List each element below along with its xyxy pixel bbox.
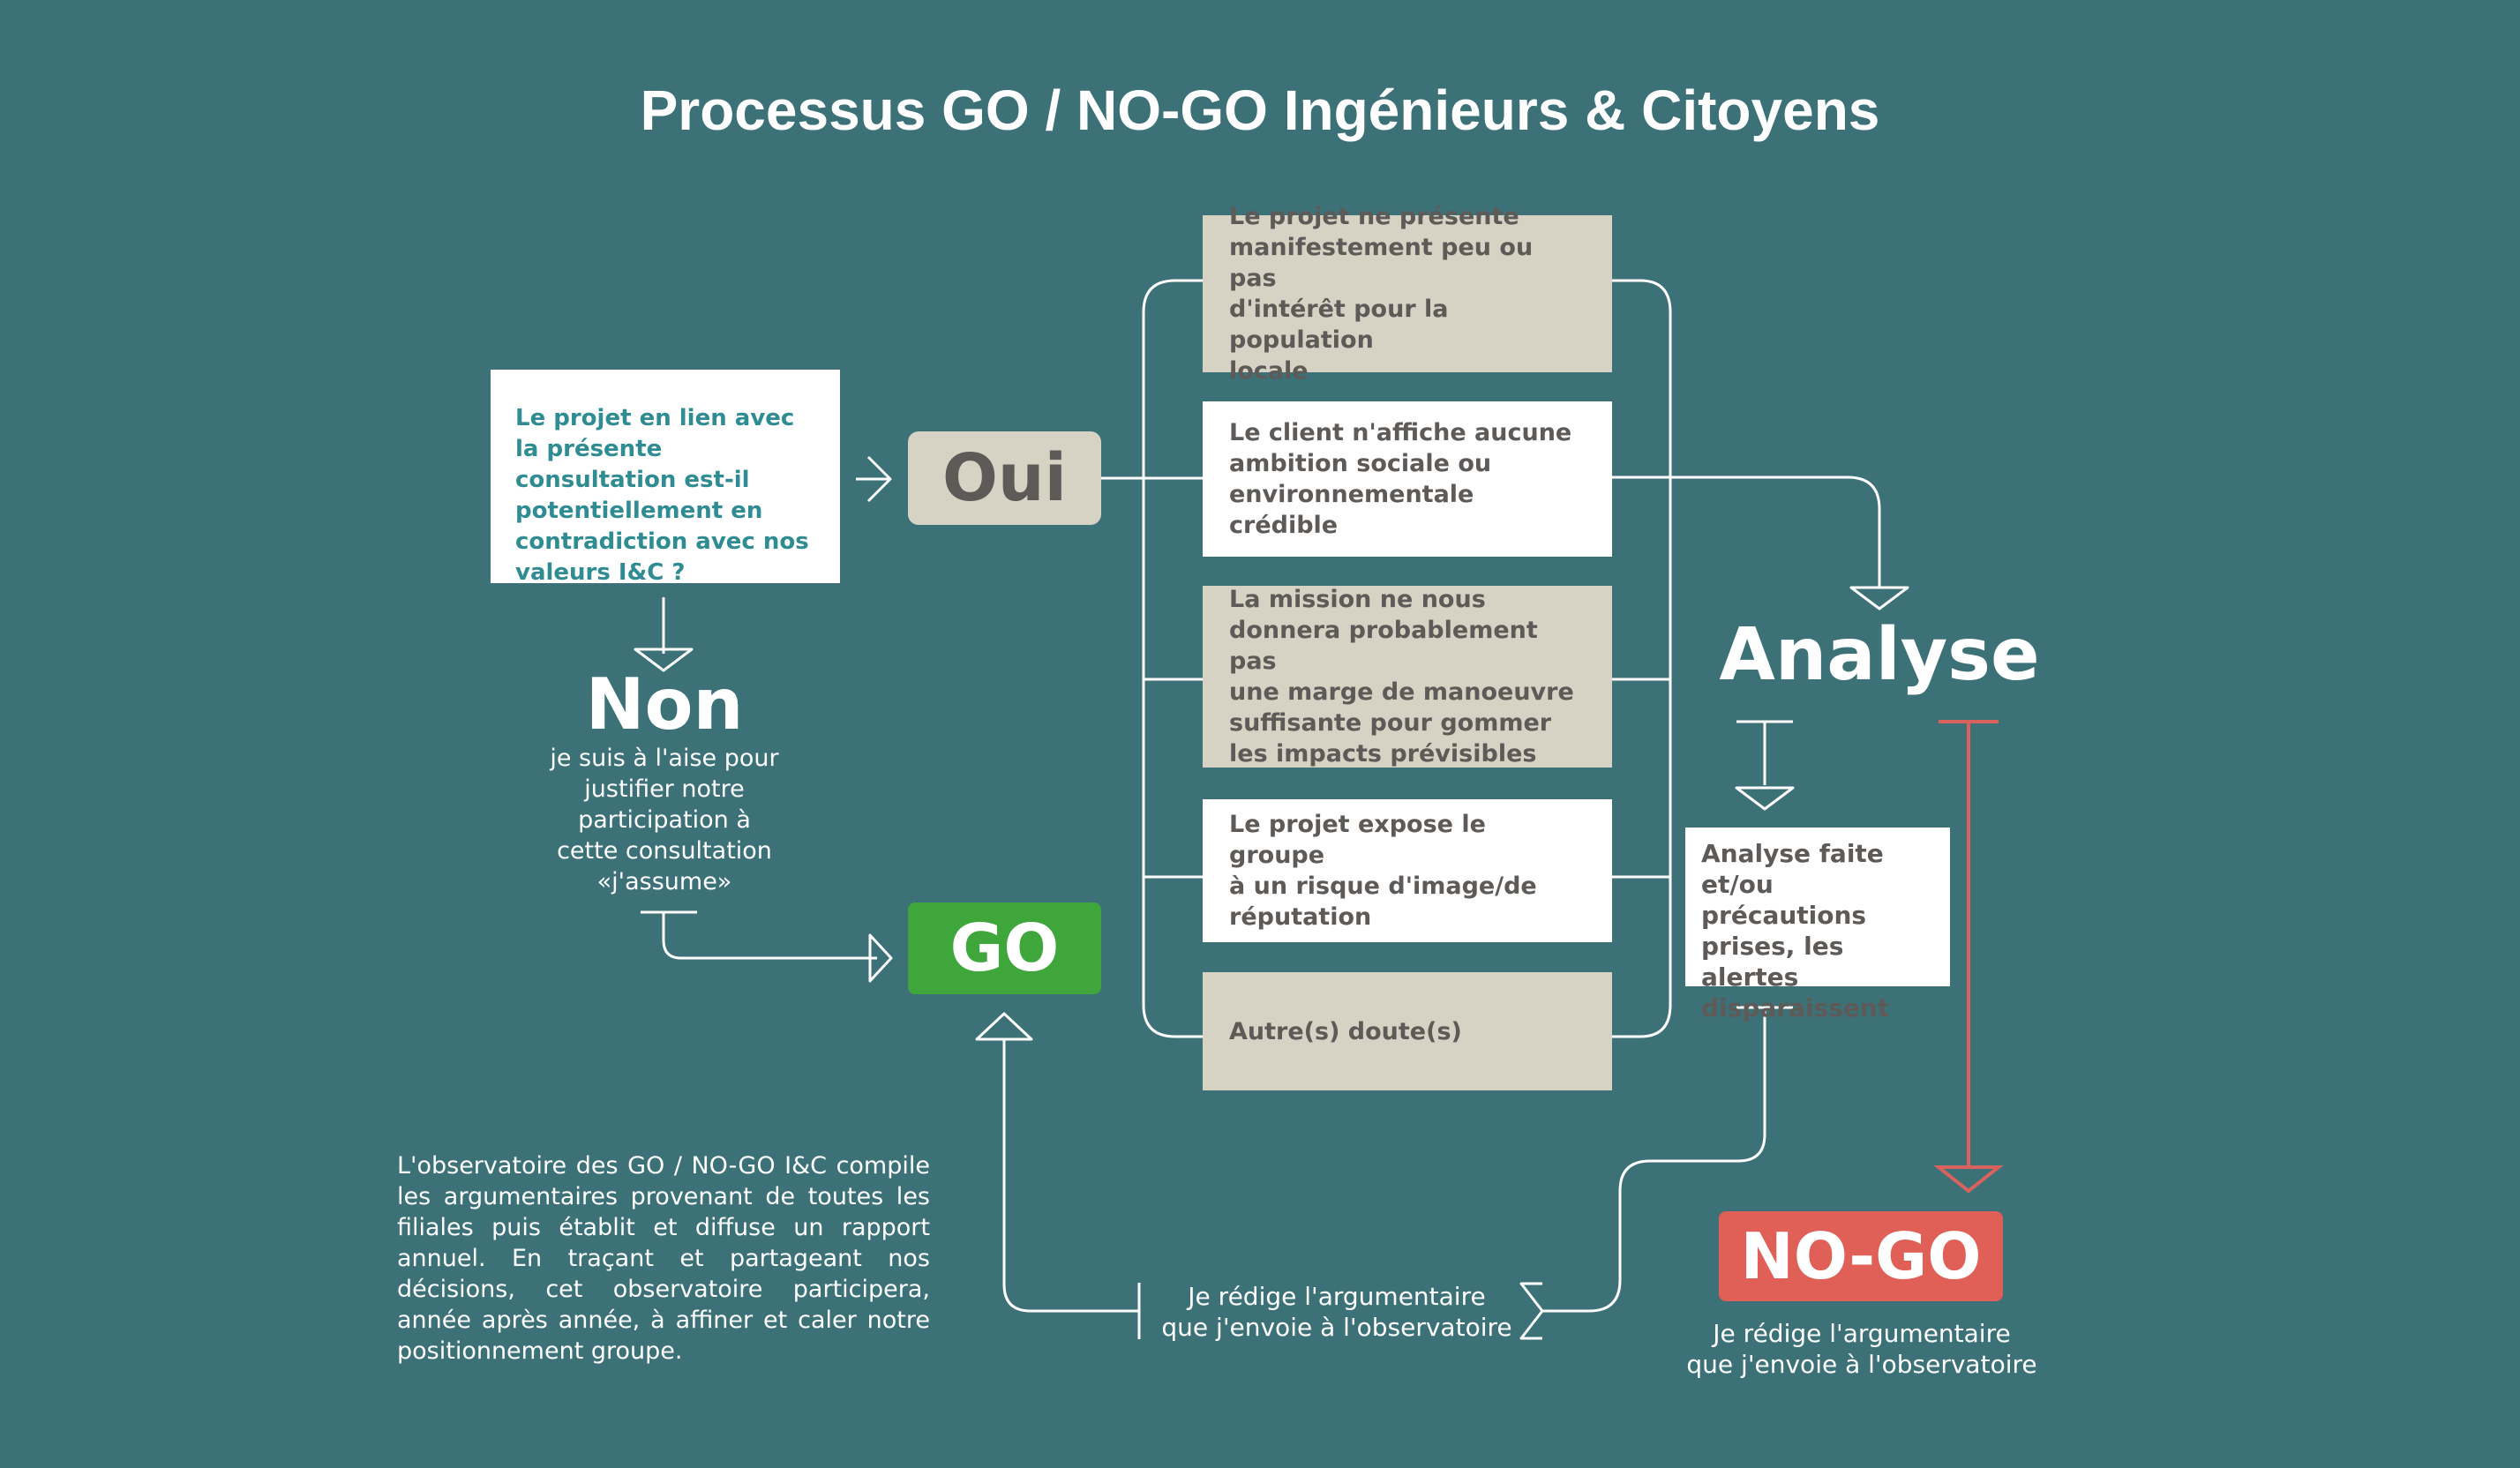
criterion-3: La mission ne nous donnera probablement … bbox=[1203, 586, 1612, 768]
criterion-line: suffisante pour gommer bbox=[1229, 709, 1552, 737]
redige-line: que j'envoie à l'observatoire bbox=[1161, 1313, 1512, 1342]
observatoire-note: L'observatoire des GO / NO-GO I&C compil… bbox=[397, 1152, 930, 1365]
criterion-line: La mission ne nous bbox=[1229, 586, 1486, 613]
question-box: Le projet en lien avec la présente consu… bbox=[491, 370, 840, 586]
analyse-result-line: disparaissent bbox=[1701, 993, 1890, 1022]
analyse-result-line: Analyse faite bbox=[1701, 839, 1884, 868]
criterion-line: Le client n'affiche aucune bbox=[1229, 419, 1572, 446]
arrow-non-to-go bbox=[641, 910, 877, 960]
non-line: cette consultation bbox=[557, 837, 772, 865]
criterion-2: Le client n'affiche aucune ambition soci… bbox=[1203, 401, 1612, 557]
criterion-line: environnementale crédible bbox=[1229, 481, 1474, 539]
redige-argumentaire-go: Je rédige l'argumentaire que j'envoie à … bbox=[1147, 1281, 1526, 1343]
arrow-result-to-redige bbox=[1542, 1006, 1793, 1313]
non-description: je suis à l'aise pour justifier notre pa… bbox=[526, 743, 803, 897]
non-line: justifier notre bbox=[584, 775, 745, 803]
criterion-line: réputation bbox=[1229, 903, 1372, 931]
nogo-badge: NO-GO bbox=[1719, 1211, 2003, 1301]
analyse-result-box: Analyse faite et/ou précautions prises, … bbox=[1685, 828, 1950, 1022]
go-badge: GO bbox=[908, 903, 1101, 994]
non-line: participation à bbox=[578, 806, 751, 834]
criterion-5: Autre(s) doute(s) bbox=[1203, 972, 1612, 1090]
criterion-line: manifestement peu ou pas bbox=[1229, 234, 1534, 292]
criteria-bracket-left bbox=[1142, 279, 1203, 1038]
criterion-line: locale bbox=[1229, 357, 1309, 385]
criteria-bracket-right bbox=[1612, 279, 1672, 1038]
redige-argumentaire-nogo: Je rédige l'argumentaire que j'envoie à … bbox=[1668, 1318, 2056, 1380]
criterion-line: les impacts prévisibles bbox=[1229, 740, 1537, 768]
criterion-line: une marge de manoeuvre bbox=[1229, 678, 1574, 706]
oui-badge: Oui bbox=[908, 431, 1101, 525]
redige-line: Je rédige l'argumentaire bbox=[1188, 1282, 1486, 1311]
analyse-result-line: prises, les alertes bbox=[1701, 932, 1844, 992]
redige-line: que j'envoie à l'observatoire bbox=[1686, 1350, 2037, 1379]
criterion-line: Autre(s) doute(s) bbox=[1229, 1017, 1462, 1045]
non-line: «j'assume» bbox=[596, 868, 732, 895]
non-label: Non bbox=[585, 663, 744, 745]
criterion-line: ambition sociale ou bbox=[1229, 450, 1492, 477]
criterion-1: Le projet ne présente manifestement peu … bbox=[1203, 203, 1612, 385]
redige-line: Je rédige l'argumentaire bbox=[1713, 1319, 2011, 1348]
criterion-line: d'intérêt pour la population bbox=[1229, 296, 1449, 354]
arrow-redige-to-go bbox=[1002, 1039, 1141, 1339]
arrow-to-analyse bbox=[1612, 476, 1881, 588]
analyse-result-line: et/ou précautions bbox=[1701, 870, 1867, 930]
analyse-label: Analyse bbox=[1719, 613, 2040, 697]
criterion-line: Le projet ne présente bbox=[1229, 203, 1519, 230]
non-line: je suis à l'aise pour bbox=[550, 745, 779, 772]
criterion-line: donnera probablement pas bbox=[1229, 617, 1538, 675]
arrow-analyse-to-nogo bbox=[1939, 720, 1999, 1168]
criterion-line: Le projet expose le groupe bbox=[1229, 811, 1486, 869]
page-title: Processus GO / NO-GO Ingénieurs & Citoye… bbox=[640, 79, 1880, 142]
criterion-4: Le projet expose le groupe à un risque d… bbox=[1203, 799, 1612, 942]
arrow-analyse-to-result bbox=[1736, 720, 1793, 785]
criterion-line: à un risque d'image/de bbox=[1229, 873, 1537, 900]
